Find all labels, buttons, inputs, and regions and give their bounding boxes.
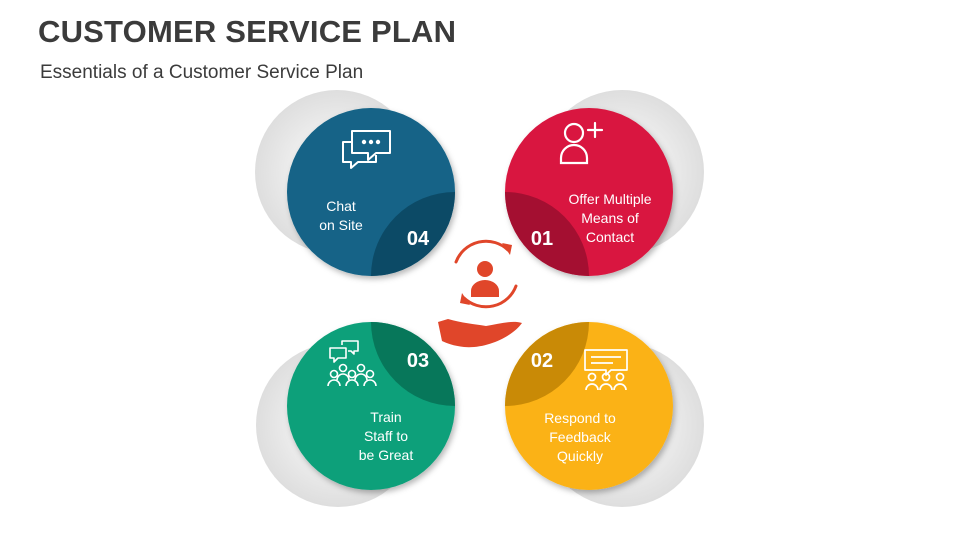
item-03-label-line-2: Staff to <box>364 428 408 444</box>
feedback-presentation-icon <box>584 349 628 391</box>
open-hand <box>438 319 522 348</box>
item-03-number: 03 <box>407 350 429 372</box>
item-02-label-line-2: Feedback <box>549 429 611 445</box>
item-04-corner <box>371 192 455 276</box>
item-04-label-line-1: Chat <box>326 198 356 214</box>
item-01-label-line-2: Means of <box>581 210 639 226</box>
chat-bubbles-icon <box>342 130 391 169</box>
item-02: 02 Respond to Feedback Quickly <box>505 322 673 490</box>
item-01-label-line-3: Contact <box>586 229 634 245</box>
cycle-arrow-top <box>454 239 510 264</box>
cycle-arrow-bottom <box>462 284 518 309</box>
person-body <box>471 280 499 297</box>
item-01: 01 Offer Multiple Means of Contact <box>505 108 673 276</box>
item-04-label-line-2: on Site <box>319 217 363 233</box>
item-01-label-line-1: Offer Multiple <box>569 191 652 207</box>
add-user-icon <box>559 121 604 165</box>
customer-care-hand-icon <box>438 239 522 348</box>
team-chat-icon <box>327 340 377 387</box>
item-02-number: 02 <box>531 350 553 372</box>
item-03: 03 Train Staff to be Great <box>287 322 455 490</box>
item-03-label-line-3: be Great <box>359 447 414 463</box>
slide-title: CUSTOMER SERVICE PLAN <box>38 14 457 49</box>
item-03-label-line-1: Train <box>370 409 401 425</box>
item-02-corner <box>505 322 589 406</box>
item-04: 04 Chat on Site <box>287 108 455 276</box>
item-03-corner <box>371 322 455 406</box>
person-head <box>477 261 493 277</box>
item-02-label-line-1: Respond to <box>544 410 616 426</box>
item-04-number: 04 <box>407 228 430 250</box>
slide-subtitle: Essentials of a Customer Service Plan <box>40 62 364 83</box>
item-01-corner <box>505 192 589 276</box>
item-01-number: 01 <box>531 228 553 250</box>
item-02-label-line-3: Quickly <box>557 448 603 464</box>
